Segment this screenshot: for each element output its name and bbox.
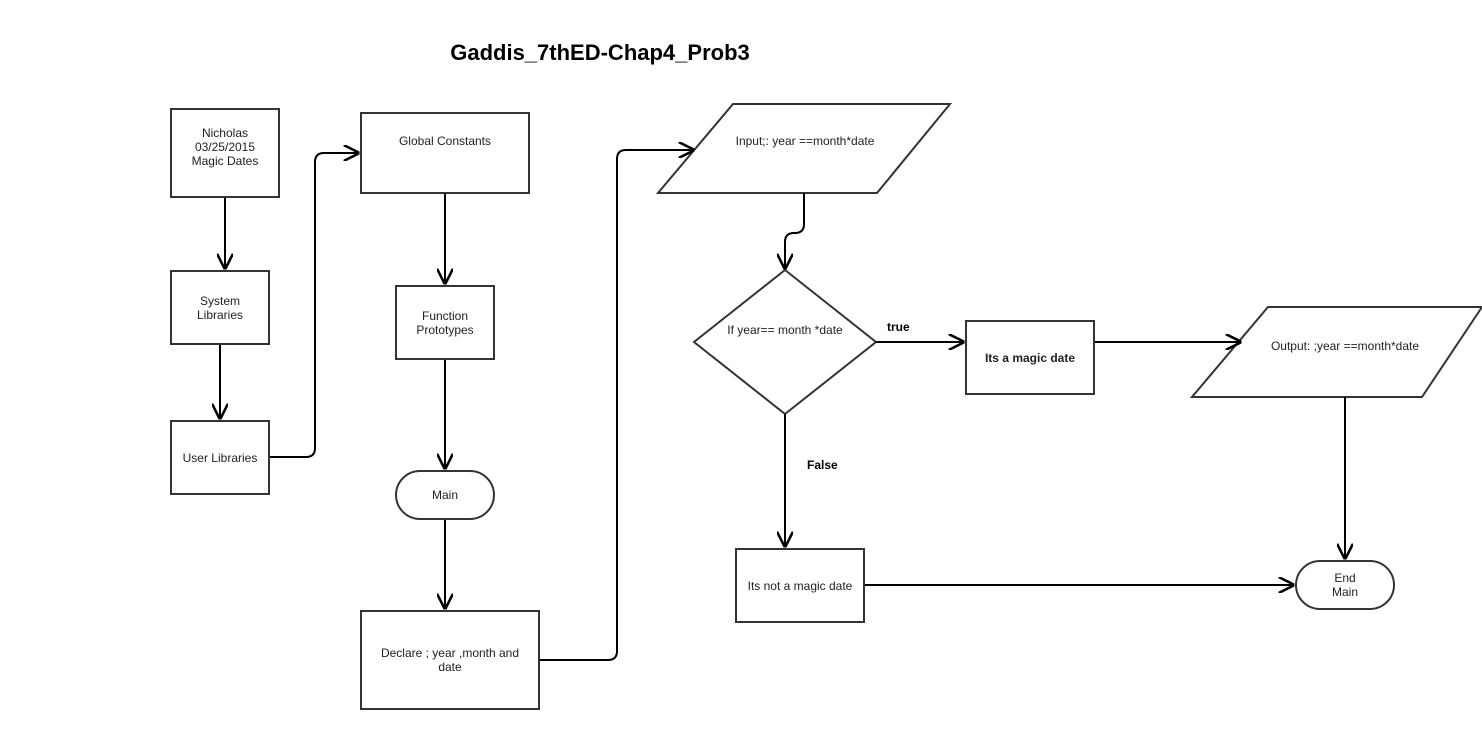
node-end-main: End Main [1295,560,1395,610]
node-declare-label: Declare ; year ,month and date [380,646,520,674]
node-header: Nicholas 03/25/2015 Magic Dates [170,108,280,198]
node-not-magic-date-label: Its not a magic date [747,578,853,593]
node-function-prototypes: Function Prototypes [395,285,495,360]
node-main: Main [395,470,495,520]
node-decision-label: If year== month *date [727,323,843,337]
diagram-title: Gaddis_7thED-Chap4_Prob3 [450,40,750,65]
node-output-label: Output: ;year ==month*date [1270,339,1420,353]
decision-diamond [692,268,878,416]
node-not-magic-date: Its not a magic date [735,548,865,623]
node-user-libraries: User Libraries [170,420,270,495]
edge-declare-to-input [540,150,693,661]
node-end-main-label: End Main [1331,571,1358,599]
node-input: Input;: year ==month*date [680,126,930,156]
output-parallelogram [1189,306,1482,398]
node-function-prototypes-label: Function Prototypes [416,308,474,337]
edge-label-true: true [887,320,910,334]
node-output: Output: ;year ==month*date [1220,336,1470,356]
input-parallelogram [655,103,953,194]
node-user-libraries-label: User Libraries [182,450,258,465]
edge-label-false: False [807,458,838,472]
node-declare: Declare ; year ,month and date [360,610,540,710]
node-input-label: Input;: year ==month*date [735,134,875,148]
node-main-label: Main [431,488,458,502]
node-global-constants-label: Global Constants [398,134,492,148]
node-header-label: Nicholas 03/25/2015 Magic Dates [191,126,259,168]
node-decision: If year== month *date [700,320,870,340]
edge-input-to-decision [785,193,805,268]
node-magic-date: Its a magic date [965,320,1095,395]
node-system-libraries-label: System Libraries [196,293,244,322]
node-system-libraries: System Libraries [170,270,270,345]
edge-user-to-global [270,153,358,458]
node-global-constants: Global Constants [360,112,530,194]
node-magic-date-label: Its a magic date [984,350,1076,365]
